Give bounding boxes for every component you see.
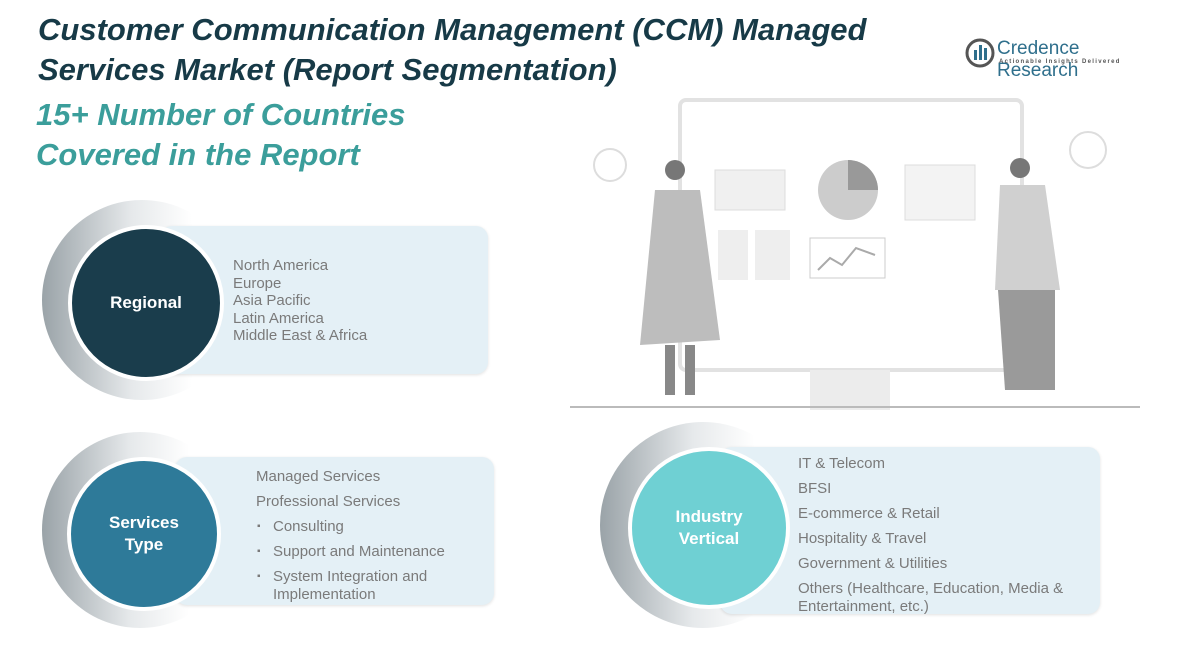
list-item: Europe [233, 274, 282, 292]
list-item-continued: Entertainment, etc.) [798, 598, 929, 615]
list-item: Middle East & Africa [233, 327, 368, 344]
industry-label-line1: Industry [675, 507, 743, 526]
list-subitem: Consulting [257, 514, 445, 539]
subtitle-line-2: Covered in the Report [36, 137, 360, 172]
presentation-illustration [570, 98, 1140, 410]
regional-circle: Regional [68, 225, 224, 381]
credence-research-logo: Credence Research Actionable Insights De… [965, 36, 1165, 81]
list-item: IT & Telecom [798, 455, 885, 472]
list-subitem-continued: Implementation [273, 586, 376, 603]
list-item: Government & Utilities [798, 555, 948, 572]
services-label-line1: Services [109, 513, 179, 532]
industry-label-line2: Vertical [678, 529, 740, 548]
list-item: Professional Services [256, 493, 401, 510]
list-subitem: Support and Maintenance [257, 539, 445, 564]
subtitle-line-1: 15+ Number of Countries [36, 97, 406, 132]
title-line-2: Services Market (Report Segmentation) [38, 52, 617, 87]
list-item: Others (Healthcare, Education, Media & [798, 580, 1064, 597]
logo-tagline: Actionable Insights Delivered [999, 59, 1121, 65]
regional-label: Regional [110, 293, 182, 312]
services-list: Managed Services Professional Services C… [256, 464, 445, 607]
list-item: Managed Services [256, 468, 381, 485]
logo-bars-icon [965, 38, 995, 68]
list-item: Asia Pacific [233, 292, 311, 309]
list-item: Hospitality & Travel [798, 530, 927, 547]
title-line-1: Customer Communication Management (CCM) … [38, 12, 867, 47]
regional-list: North America Europe Asia Pacific Latin … [233, 257, 367, 345]
list-item: North America [233, 257, 329, 274]
logo-name: Credence Research [997, 38, 1080, 81]
list-item: BFSI [798, 480, 832, 497]
services-label-line2: Type [124, 535, 164, 554]
list-subitem: System Integration and [257, 564, 445, 589]
list-item: E-commerce & Retail [798, 505, 940, 522]
list-item: Latin America [233, 309, 324, 327]
industry-list: IT & Telecom BFSI E-commerce & Retail Ho… [798, 451, 1063, 619]
